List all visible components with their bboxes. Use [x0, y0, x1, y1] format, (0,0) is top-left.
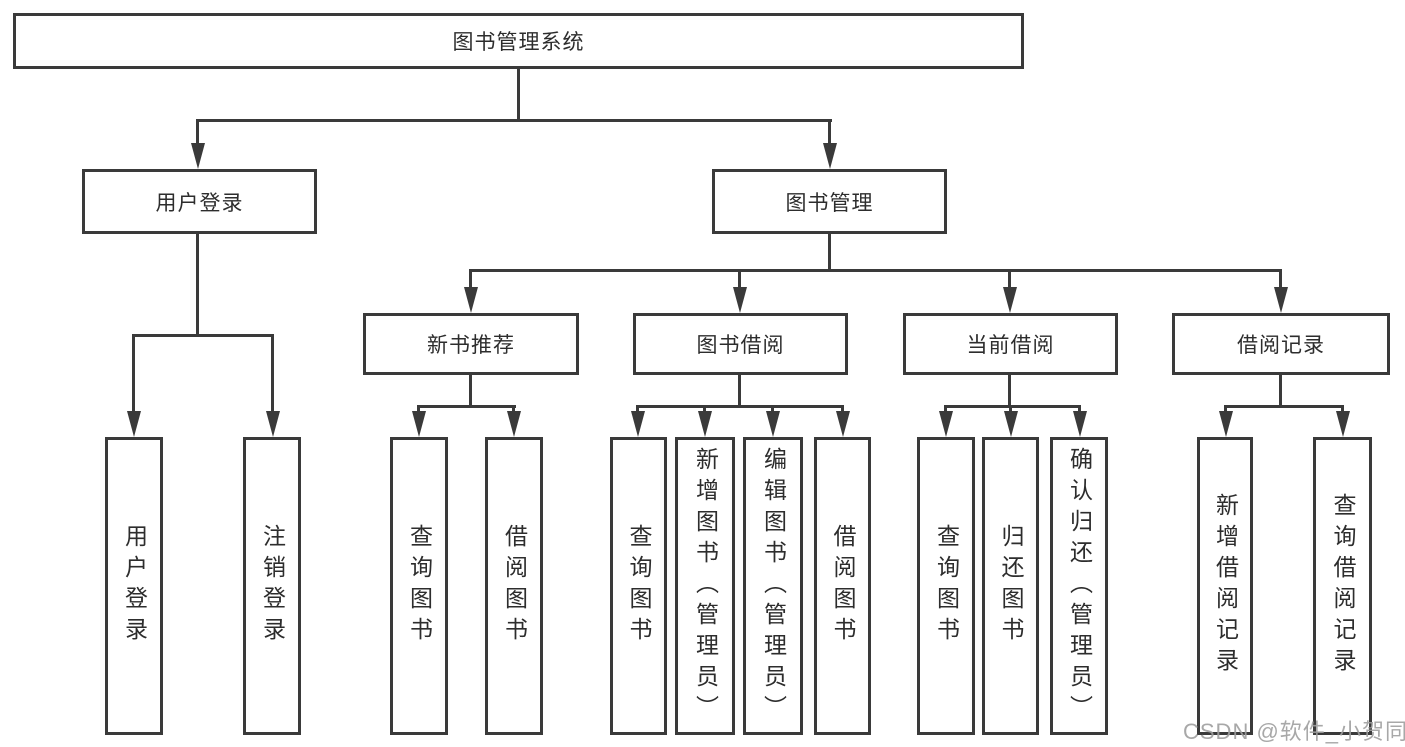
leaf-logout: 注销登录	[243, 437, 301, 735]
leaf-cb-query-books: 查询图书	[917, 437, 975, 735]
edge-bookmgmt-rail	[469, 269, 1282, 272]
edge-to-nr-borrow-stem	[512, 405, 515, 414]
edge-to-currentborrow-stem	[1008, 269, 1011, 289]
edge-root-stem	[517, 66, 520, 122]
leaf-user-login-label: 用户登录	[121, 524, 148, 648]
node-borrow-records: 借阅记录	[1172, 313, 1390, 375]
leaf-br-query-record-label: 查询借阅记录	[1330, 493, 1356, 679]
leaf-nr-query-books: 查询图书	[390, 437, 448, 735]
edge-to-cb-query-stem	[944, 405, 947, 414]
leaf-bb-query-books-label: 查询图书	[626, 524, 652, 648]
leaf-bb-edit-books-admin: 编辑图书（管理员）	[743, 437, 803, 735]
arrow-to-borrow-records	[1274, 287, 1288, 313]
arrow-to-book-borrow	[733, 287, 747, 313]
edge-to-bb-borrow-stem	[841, 405, 844, 414]
edge-currentborrow-stem	[1008, 374, 1011, 408]
edge-bookborrow-rail	[636, 405, 844, 408]
arrow-to-user-login	[191, 143, 205, 169]
edge-userlogin-stem	[196, 233, 199, 337]
edge-bookmgmt-stem	[828, 233, 831, 272]
arrow-to-ul-login	[127, 411, 141, 437]
leaf-cb-confirm-return-admin: 确认归还（管理员）	[1050, 437, 1108, 735]
edge-newrec-rail	[417, 405, 516, 408]
arrow-to-bb-query	[631, 411, 645, 437]
arrow-to-bb-borrow	[836, 411, 850, 437]
edge-to-cb-confirm-stem	[1078, 405, 1081, 414]
edge-newrec-stem	[469, 374, 472, 408]
edge-to-nr-query-stem	[417, 405, 420, 414]
leaf-cb-return-books-label: 归还图书	[998, 524, 1024, 648]
arrow-to-cb-return	[1004, 411, 1018, 437]
leaf-br-add-record: 新增借阅记录	[1197, 437, 1253, 735]
leaf-cb-confirm-return-admin-label: 确认归还（管理员）	[1066, 446, 1093, 726]
leaf-cb-query-books-label: 查询图书	[933, 524, 960, 648]
node-new-book-rec: 新书推荐	[363, 313, 579, 375]
node-book-mgmt: 图书管理	[712, 169, 947, 234]
arrow-to-cb-query	[939, 411, 953, 437]
arrow-to-nr-query	[412, 411, 426, 437]
node-root: 图书管理系统	[13, 13, 1024, 69]
node-book-borrow: 图书借阅	[633, 313, 848, 375]
leaf-bb-edit-books-admin-label: 编辑图书（管理员）	[760, 446, 787, 726]
arrow-to-br-query	[1336, 411, 1350, 437]
leaf-br-query-record: 查询借阅记录	[1313, 437, 1372, 735]
edge-to-bb-query-stem	[636, 405, 639, 414]
leaf-nr-query-books-label: 查询图书	[406, 524, 433, 648]
leaf-cb-return-books: 归还图书	[982, 437, 1039, 735]
arrow-to-new-rec	[464, 287, 478, 313]
edge-to-bb-add-stem	[703, 405, 706, 414]
edge-root-rail	[196, 119, 832, 122]
edge-records-rail	[1224, 405, 1344, 408]
leaf-bb-add-books-admin: 新增图书（管理员）	[675, 437, 735, 735]
leaf-logout-label: 注销登录	[259, 524, 286, 648]
arrow-to-bb-add	[698, 411, 712, 437]
edge-to-newrec-stem	[469, 269, 472, 289]
edge-to-records-stem	[1279, 269, 1282, 289]
arrow-to-current-borrow	[1003, 287, 1017, 313]
edge-bookborrow-stem	[738, 374, 741, 408]
leaf-user-login: 用户登录	[105, 437, 163, 735]
leaf-bb-borrow-books: 借阅图书	[814, 437, 871, 735]
edge-root-to-bookmgmt-stem	[828, 119, 831, 145]
edge-to-br-add-stem	[1224, 405, 1227, 414]
leaf-bb-borrow-books-label: 借阅图书	[830, 524, 856, 648]
edge-to-br-query-stem	[1341, 405, 1344, 414]
leaf-bb-query-books: 查询图书	[610, 437, 667, 735]
edge-to-bookborrow-stem	[738, 269, 741, 289]
edge-to-bb-edit-stem	[771, 405, 774, 414]
node-user-login: 用户登录	[82, 169, 317, 234]
leaf-br-add-record-label: 新增借阅记录	[1212, 493, 1239, 679]
arrow-to-bb-edit	[766, 411, 780, 437]
edge-currentborrow-rail	[944, 405, 1081, 408]
edge-userlogin-rail	[132, 334, 274, 337]
edge-records-stem	[1279, 374, 1282, 408]
leaf-nr-borrow-books: 借阅图书	[485, 437, 543, 735]
edge-to-ul-login-stem	[132, 334, 135, 413]
csdn-watermark: CSDN @软件_小贺同学	[1183, 719, 1405, 744]
edge-root-to-userlogin-stem	[196, 119, 199, 145]
leaf-bb-add-books-admin-label: 新增图书（管理员）	[692, 446, 719, 726]
node-current-borrow: 当前借阅	[903, 313, 1118, 375]
edge-to-cb-return-stem	[1009, 405, 1012, 414]
leaf-nr-borrow-books-label: 借阅图书	[501, 524, 528, 648]
arrow-to-book-mgmt	[823, 143, 837, 169]
arrow-to-br-add	[1219, 411, 1233, 437]
edge-to-ul-logout-stem	[271, 334, 274, 413]
arrow-to-nr-borrow	[507, 411, 521, 437]
arrow-to-ul-logout	[266, 411, 280, 437]
arrow-to-cb-confirm	[1073, 411, 1087, 437]
